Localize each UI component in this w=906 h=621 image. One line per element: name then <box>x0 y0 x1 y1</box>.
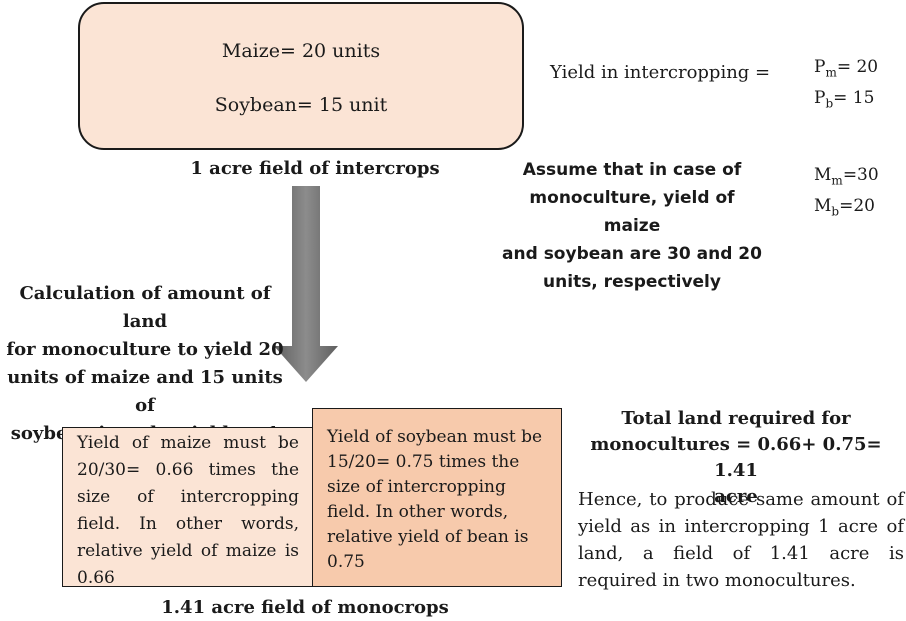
soybean-units-text: Soybean= 15 unit <box>214 94 388 116</box>
total-land-text: Total land required for monocultures = 0… <box>572 406 900 510</box>
intercrop-field-box: Maize= 20 units Soybean= 15 unit <box>78 2 524 150</box>
assume-line-1: Assume that in case of <box>522 160 742 180</box>
total-line-3: acre <box>714 486 758 507</box>
value-mm: Mm=30 <box>814 165 879 188</box>
value-pm: Pm= 20 <box>814 57 879 80</box>
total-line-1: Total land required for <box>621 408 851 429</box>
calc-line-1: Calculation of amount of land <box>19 283 271 332</box>
yield-intercropping-label: Yield in intercropping = <box>550 62 771 83</box>
calc-line-2: for monoculture to yield 20 <box>6 339 284 360</box>
intercrop-values: Pm= 20 Pb= 15 <box>814 54 878 117</box>
maize-units-text: Maize= 20 units <box>221 40 381 62</box>
value-pb: Pb= 15 <box>814 88 875 111</box>
total-line-2: monocultures = 0.66+ 0.75= 1.41 <box>590 434 882 481</box>
monocrop-caption: 1.41 acre field of monocrops <box>161 597 449 618</box>
assume-line-2: monoculture, yield of maize <box>529 188 735 236</box>
intercrop-caption: 1 acre field of intercrops <box>190 158 440 179</box>
maize-monocrop-box: Yield of maize must be 20/30= 0.66 times… <box>62 427 314 588</box>
conclusion-text: Hence, to produce same amount of yield a… <box>578 489 904 591</box>
value-mb: Mb=20 <box>814 196 875 219</box>
down-arrow-icon <box>274 186 338 382</box>
soybean-monocrop-box: Yield of soybean must be 15/20= 0.75 tim… <box>312 408 562 587</box>
mono-values: Mm=30 Mb=20 <box>814 162 879 225</box>
assume-line-3: and soybean are 30 and 20 <box>502 244 762 264</box>
assume-line-4: units, respectively <box>543 272 721 292</box>
assume-text: Assume that in case of monoculture, yiel… <box>500 156 764 296</box>
calc-line-3: units of maize and 15 units of <box>7 367 283 416</box>
